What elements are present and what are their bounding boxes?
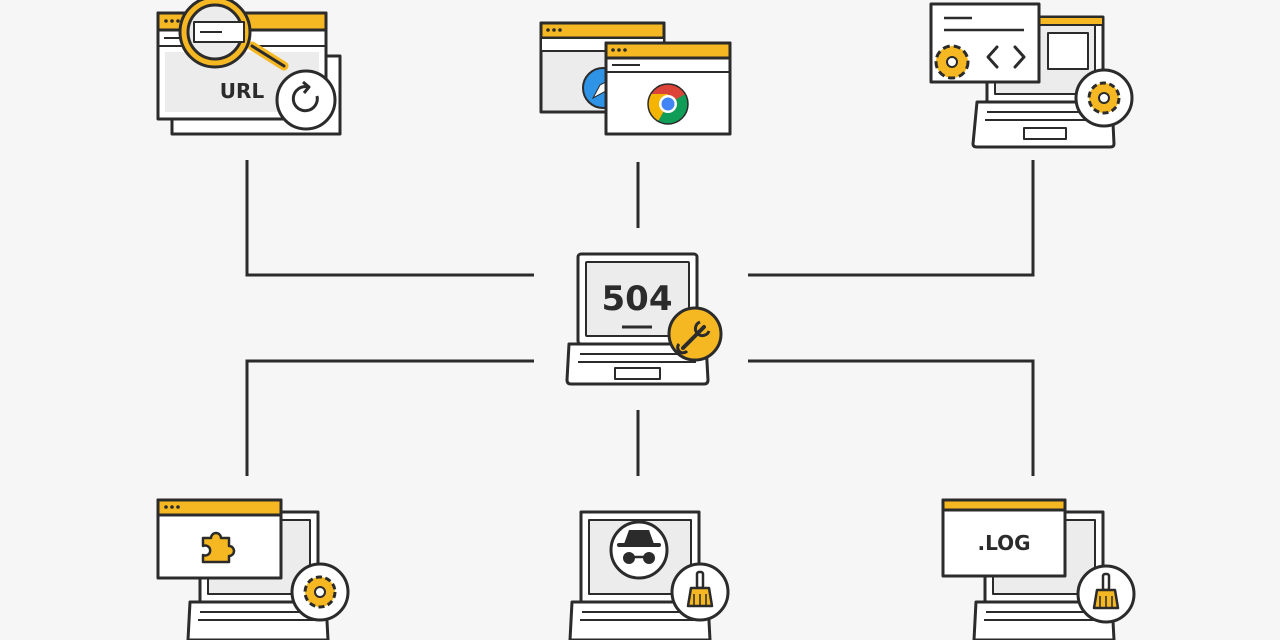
center-laptop — [565, 252, 710, 386]
code-icon — [986, 45, 1026, 69]
wrench-icon — [667, 306, 723, 362]
gear-icon — [290, 562, 350, 622]
error-code-label: 504 — [602, 279, 673, 319]
connector-bottom-left — [245, 359, 534, 476]
node-extensions — [156, 498, 330, 640]
gear-icon-small — [934, 44, 970, 80]
magnifier-icon — [178, 0, 289, 71]
refresh-icon — [275, 69, 337, 131]
puzzle-icon — [201, 531, 236, 564]
gear-icon — [1074, 68, 1134, 128]
log-label: .LOG — [977, 531, 1030, 555]
connector-top-left — [245, 160, 534, 277]
broom-icon — [1076, 564, 1136, 624]
chrome-icon — [647, 83, 689, 125]
connector-bottom-right — [748, 359, 1035, 476]
url-label: URL — [220, 79, 265, 103]
incognito-icon — [609, 520, 669, 580]
connector-top-right — [748, 160, 1035, 277]
node-log-files — [941, 498, 1116, 640]
connectors — [245, 160, 1035, 476]
broom-icon — [670, 562, 730, 622]
node-dev-settings — [929, 2, 1116, 149]
